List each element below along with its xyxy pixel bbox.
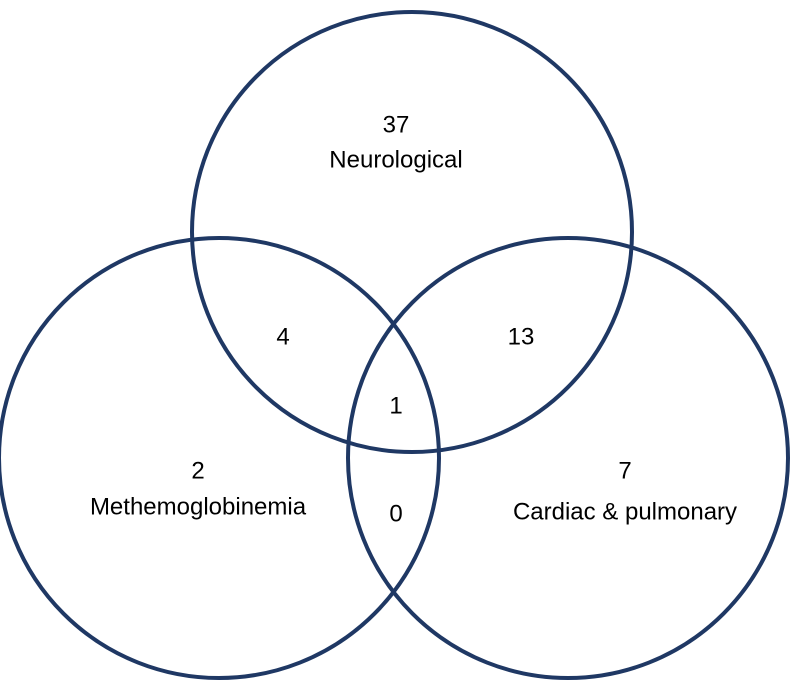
all-three-count: 1 — [389, 392, 402, 419]
neurological-circle — [190, 10, 634, 454]
neurological-methemoglobinemia-count: 4 — [276, 323, 289, 350]
neurological-only-count: 37 — [383, 111, 410, 138]
neurological-set-label: Neurological — [329, 146, 462, 173]
neurological-cardiac-pulmonary-count: 13 — [508, 323, 535, 350]
cardiac-pulmonary-circle — [346, 236, 790, 680]
cardiac-pulmonary-set-label: Cardiac & pulmonary — [513, 498, 737, 525]
methemoglobinemia-only-count: 2 — [191, 457, 204, 484]
methemoglobinemia-circle — [0, 236, 441, 680]
cardiac-pulmonary-only-count: 7 — [618, 457, 631, 484]
methemoglobinemia-set-label: Methemoglobinemia — [90, 493, 307, 520]
methemoglobinemia-cardiac-pulmonary-count: 0 — [389, 500, 402, 527]
